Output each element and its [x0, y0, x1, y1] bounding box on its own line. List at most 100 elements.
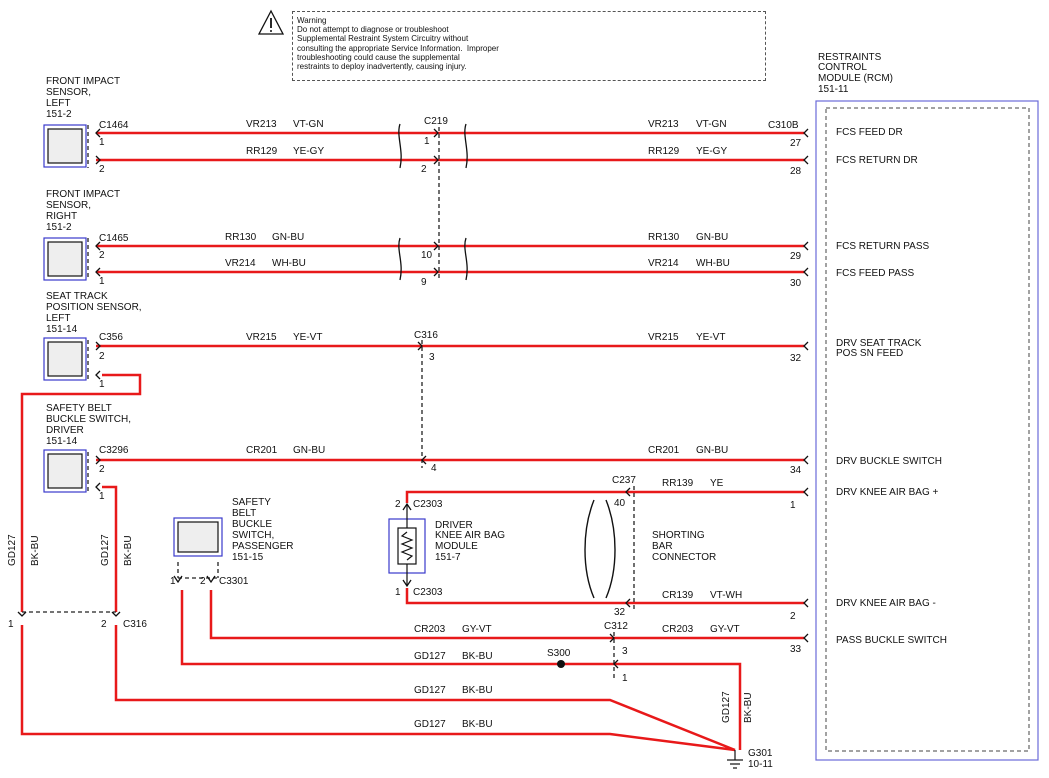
wire-gd127-b	[20, 625, 736, 752]
shorting-bar-marks	[584, 499, 616, 599]
circuit-label: VR213	[246, 119, 277, 130]
vertical-wire-color: BK-BU	[123, 535, 134, 566]
knee-module-name: MODULE	[435, 541, 478, 552]
wire-color: YE-GY	[293, 146, 325, 157]
wire-color: VT-GN	[696, 119, 727, 130]
rcm-title-2: CONTROL	[818, 62, 867, 73]
wire-color: YE	[710, 478, 724, 489]
wire-color: GY-VT	[710, 624, 740, 635]
pin-num: 2	[99, 164, 105, 175]
rcm-inner-dashed-box	[825, 107, 1030, 752]
rcm-pin-label: DRV KNEE AIR BAG -	[836, 598, 936, 609]
knee-pin-bottom: 1	[395, 587, 401, 598]
fis-right-name: FRONT IMPACT	[46, 189, 121, 200]
warning-box: Warning Do not attempt to diagnose or tr…	[292, 11, 766, 81]
rcm-pin-label: PASS BUCKLE SWITCH	[836, 635, 947, 646]
vertical-wire-color: BK-BU	[743, 692, 754, 723]
pin-num: 32	[614, 607, 626, 618]
circuit-label: RR130	[648, 232, 680, 243]
rcm-pin-label: DRV KNEE AIR BAG +	[836, 487, 939, 498]
pin-num: 10	[421, 250, 433, 261]
circuit-label: VR215	[648, 332, 679, 343]
circuit-label: CR203	[414, 624, 446, 635]
rcm-pin-num: 30	[790, 278, 802, 289]
c219-label: C219	[424, 116, 448, 127]
wire-seat-ground-loop	[20, 373, 142, 612]
buckle-pass-name: SAFETY	[232, 497, 271, 508]
pin-num: 40	[614, 498, 626, 509]
rcm-pin-label: FCS FEED DR	[836, 127, 903, 138]
circuit-label: CR203	[662, 624, 694, 635]
seat-track-connector: C356	[99, 332, 123, 343]
pin-num: 9	[421, 277, 427, 288]
fis-left-name: FRONT IMPACT	[46, 76, 121, 87]
buckle-driver-name: DRIVER	[46, 425, 84, 436]
fis-right-connector: C1465	[99, 233, 129, 244]
rcm-title-1: RESTRAINTS	[818, 52, 882, 63]
shorting-bar-name: BAR	[652, 541, 673, 552]
circuit-label: RR130	[225, 232, 257, 243]
pin-num: 1	[99, 379, 105, 390]
pin-num: 3	[622, 646, 628, 657]
splice-s300-dot	[557, 660, 565, 668]
pin-num: 1	[99, 491, 105, 502]
wire-buckle-ground	[102, 485, 118, 612]
rcm-title-4: 151-11	[818, 84, 849, 95]
wire-color: YE-GY	[696, 146, 728, 157]
fis-right-name: 151-2	[46, 222, 72, 233]
wire-color: WH-BU	[696, 258, 730, 269]
circuit-label: VR214	[648, 258, 679, 269]
wire-rr139	[405, 490, 804, 503]
wire-color: YE-VT	[293, 332, 323, 343]
dashed-connectors	[22, 125, 635, 680]
wire-gd127-a	[114, 625, 736, 752]
circuit-label: CR201	[246, 445, 278, 456]
pin-num: 2	[421, 164, 427, 175]
wire-color: GN-BU	[696, 232, 729, 243]
buckle-driver-name: 151-14	[46, 436, 78, 447]
rcm-pin-num: 28	[790, 166, 802, 177]
buckle-pass-name: 151-15	[232, 552, 264, 563]
sensor-icons	[43, 124, 426, 586]
knee-module-name: 151-7	[435, 552, 461, 563]
wire-gd127-pass	[180, 590, 742, 750]
seat-track-name: SEAT TRACK	[46, 291, 108, 302]
rcm-title-3: MODULE (RCM)	[818, 73, 893, 84]
c237-label: C237	[612, 475, 636, 486]
wire-color: BK-BU	[462, 719, 493, 730]
wire-color: VT-WH	[710, 590, 743, 601]
splice-s300-label: S300	[547, 648, 571, 659]
c219-marks	[398, 123, 468, 281]
pin-chevrons	[17, 128, 809, 669]
warning-text: Warning Do not attempt to diagnose or tr…	[297, 16, 499, 72]
knee-module-name: DRIVER	[435, 520, 473, 531]
circuit-label: VR213	[648, 119, 679, 130]
rcm-pin-num: 32	[790, 353, 802, 364]
rcm-pin-num: 1	[790, 500, 796, 511]
wire-color: VT-GN	[293, 119, 324, 130]
rcm-pin-num: 29	[790, 251, 802, 262]
pin-num: 4	[431, 463, 437, 474]
pin-num: 2	[101, 619, 107, 630]
knee-pin-top: 2	[395, 499, 401, 510]
pin-num: 2	[99, 464, 105, 475]
wire-color: WH-BU	[272, 258, 306, 269]
pin-num: 1	[424, 136, 430, 147]
ground-g301-label: G301	[748, 748, 773, 759]
fis-left-name: SENSOR,	[46, 87, 92, 98]
c312-label: C312	[604, 621, 628, 632]
rcm-pin-num: 2	[790, 611, 796, 622]
rcm-outer-box	[815, 100, 1039, 761]
rcm-pin-label: DRV BUCKLE SWITCH	[836, 456, 942, 467]
wire-color: GN-BU	[696, 445, 729, 456]
c316a-label: C316	[414, 330, 438, 341]
rcm-pin-num: 33	[790, 644, 802, 655]
rcm-pin-num: 34	[790, 465, 802, 476]
fis-left-name: LEFT	[46, 98, 71, 109]
fis-left-name: 151-2	[46, 109, 72, 120]
pin-num: 1	[170, 576, 176, 587]
wire-color: GN-BU	[272, 232, 305, 243]
circuit-label: GD127	[414, 685, 446, 696]
rcm-pin-label: DRV SEAT TRACK POS SN FEED	[836, 338, 922, 359]
circuit-label: GD127	[414, 651, 446, 662]
